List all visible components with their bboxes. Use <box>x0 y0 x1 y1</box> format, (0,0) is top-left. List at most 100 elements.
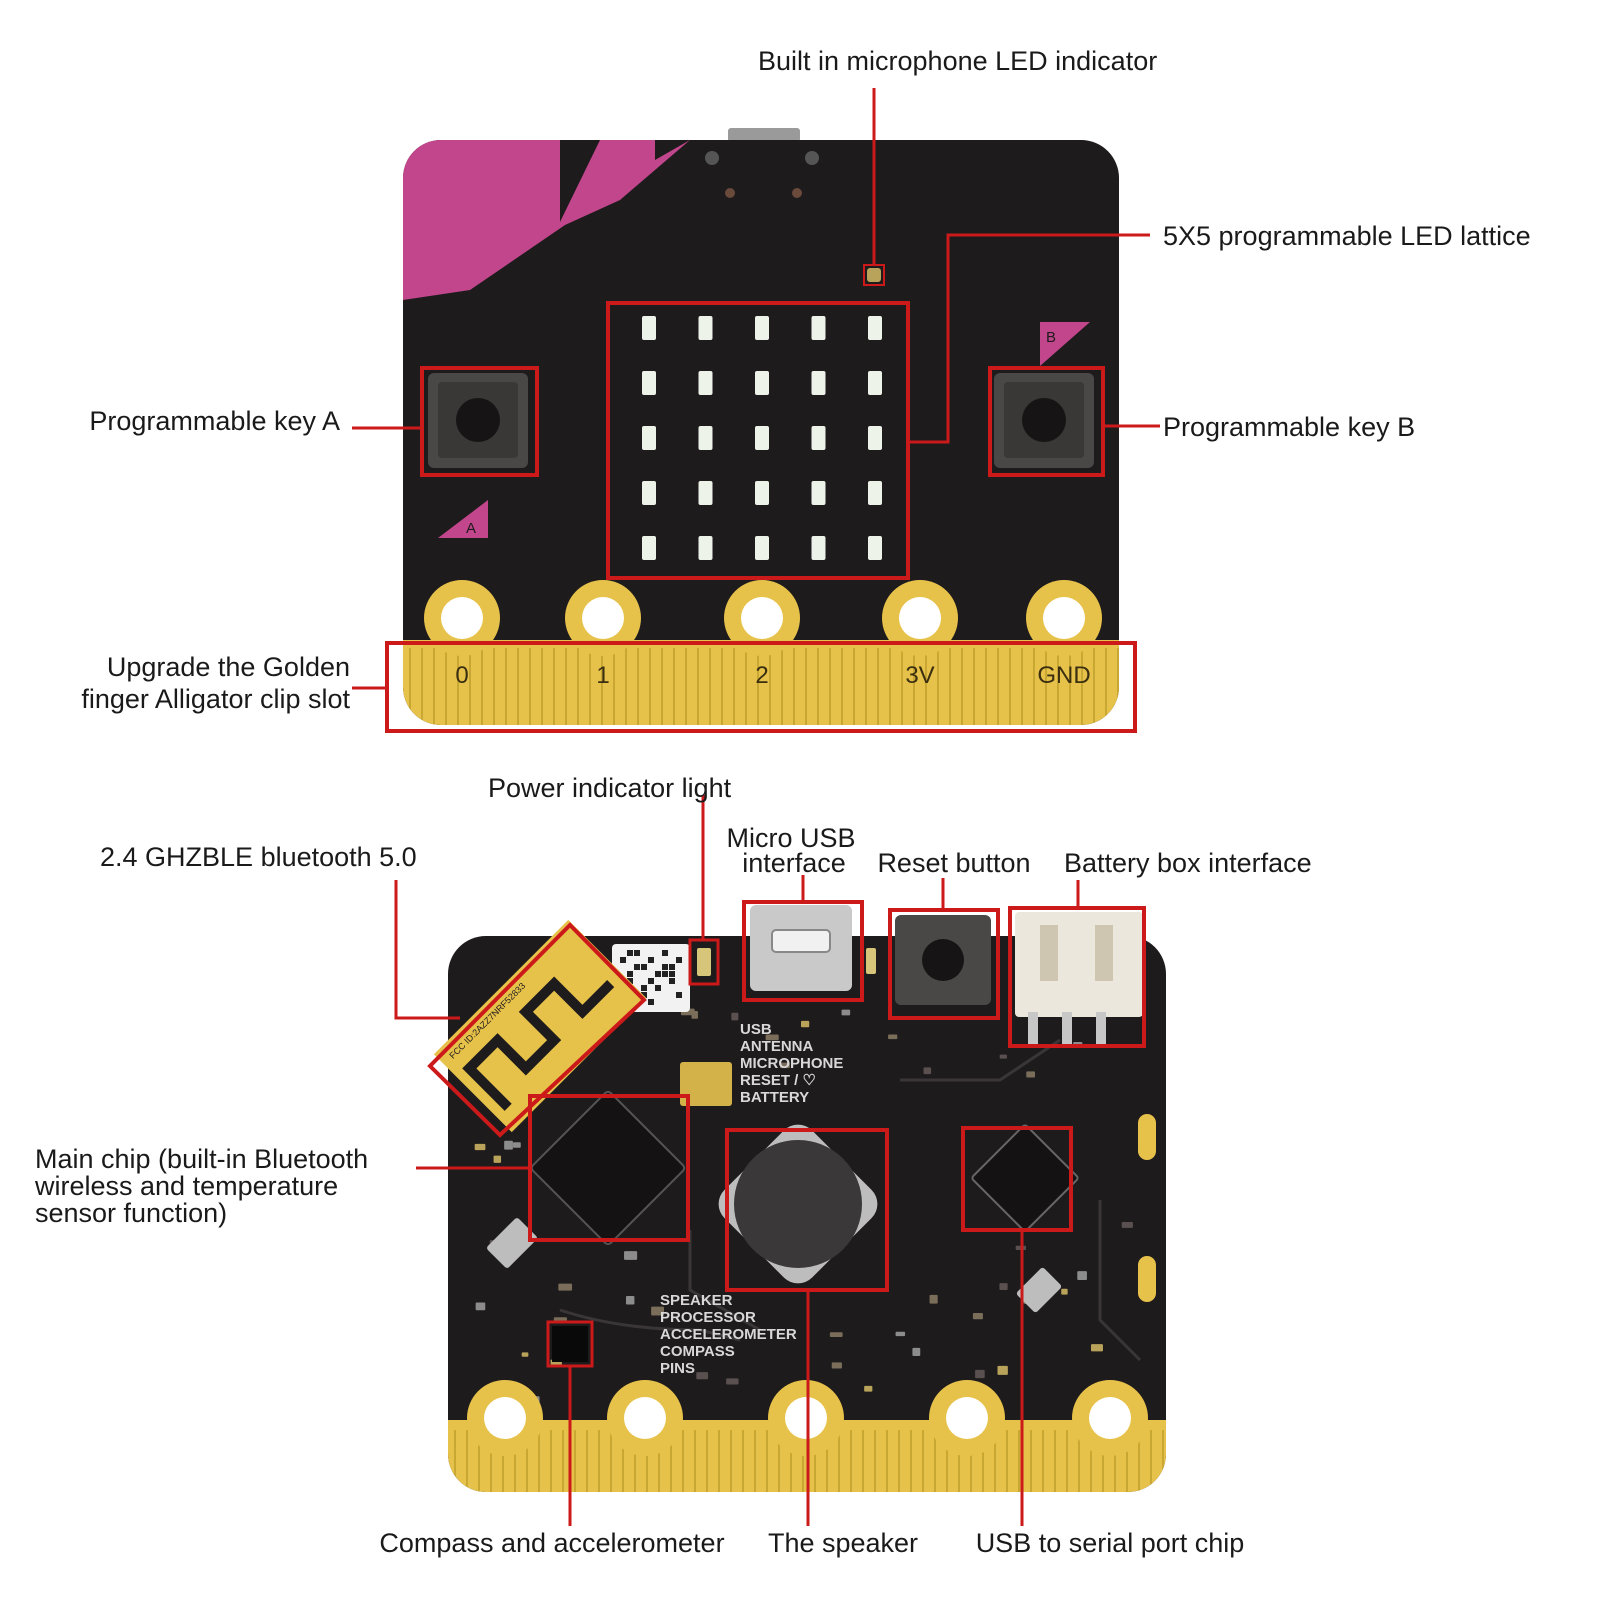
led-pixel <box>698 536 713 560</box>
silk-reset: RESET / ♡ <box>740 1072 816 1089</box>
pin-label-2: 2 <box>755 662 768 689</box>
back-gold-edge-stripes <box>454 1430 1164 1492</box>
led-pixel <box>755 536 769 560</box>
silk-speaker: SPEAKER <box>660 1292 733 1309</box>
label-battery: Battery box interface <box>1064 848 1312 878</box>
smd-part <box>972 1312 983 1320</box>
front-callouts <box>352 88 1160 733</box>
trace <box>559 1308 741 1342</box>
led-pixel <box>698 371 713 395</box>
qr-module <box>669 978 675 984</box>
crystal <box>487 1218 537 1268</box>
smd-part <box>521 1352 529 1357</box>
smd-part <box>558 1283 573 1291</box>
battery-contact <box>1095 925 1113 981</box>
led-pixel <box>698 481 713 505</box>
pin-hole <box>582 597 624 639</box>
qr-module <box>634 964 640 970</box>
label-gold-finger-1: Upgrade the Golden <box>107 652 350 682</box>
side-slot <box>1138 1114 1156 1160</box>
silk-accelerometer: ACCELEROMETER <box>660 1326 797 1343</box>
led-pixel <box>642 536 656 560</box>
smd-part <box>923 1067 932 1075</box>
reset-button[interactable] <box>922 939 964 981</box>
key-b-callout <box>988 366 1105 477</box>
label-main-chip-2: wireless and temperature <box>34 1171 338 1201</box>
label-micro-usb-1: Micro USB <box>726 823 855 853</box>
smd-led <box>866 948 876 974</box>
crystal-2 <box>1016 1267 1062 1313</box>
silk-pins: PINS <box>660 1360 695 1377</box>
led-pixel <box>868 316 882 340</box>
label-power-led: Power indicator light <box>488 773 732 803</box>
qr-module <box>641 964 647 970</box>
smd-part <box>624 1251 638 1260</box>
microphone <box>680 1062 732 1106</box>
battery-pin <box>1096 1012 1106 1048</box>
led-pixel <box>811 481 826 505</box>
silk-antenna: ANTENNA <box>740 1038 813 1055</box>
smd-part <box>929 1294 938 1304</box>
smd-part <box>864 1385 873 1392</box>
button-b-cap[interactable] <box>1022 398 1066 442</box>
silk-microphone: MICROPHONE <box>740 1055 843 1072</box>
mic-led-callout <box>863 264 885 286</box>
back-pin-holes <box>467 1380 1148 1456</box>
led-pixel <box>755 371 769 395</box>
usb-serial-chip <box>971 1124 1079 1232</box>
pin-hole <box>441 597 483 639</box>
battery-pin <box>1062 1012 1072 1048</box>
battery-contact <box>1040 925 1058 981</box>
led-pixel <box>868 536 882 560</box>
hole <box>705 151 719 165</box>
smd-part <box>625 1295 635 1305</box>
smd-part <box>829 1332 843 1338</box>
pin-label-3v: 3V <box>905 662 934 689</box>
smd-part <box>841 1009 851 1016</box>
smd-part <box>975 1369 985 1379</box>
qr-module <box>648 957 654 963</box>
led-pixel <box>868 371 882 395</box>
smd-part <box>504 1140 513 1150</box>
label-key-b: Programmable key B <box>1163 412 1415 442</box>
mic-led <box>867 268 881 282</box>
label-usb-serial: USB to serial port chip <box>976 1528 1245 1558</box>
smd-part <box>999 1054 1007 1059</box>
smd-part <box>780 1062 790 1069</box>
smd-part <box>474 1143 486 1151</box>
qr-module <box>676 957 682 963</box>
smd-part <box>731 1012 739 1021</box>
battery-connector[interactable] <box>1015 912 1143 1017</box>
pin-label-0: 0 <box>455 662 468 689</box>
smd-part <box>493 1155 502 1163</box>
silk-usb: USB <box>740 1021 772 1038</box>
led-pixel <box>698 316 713 340</box>
qr-module <box>634 950 640 956</box>
main-chip-body <box>530 1090 686 1246</box>
button-a-cap[interactable] <box>456 398 500 442</box>
smd-part <box>997 1365 1008 1375</box>
battery-pin <box>1028 1012 1038 1048</box>
button-b[interactable] <box>994 373 1094 468</box>
button-a[interactable] <box>428 373 528 468</box>
qr-module <box>641 985 647 991</box>
qr-module <box>641 992 647 998</box>
led-matrix <box>642 316 882 560</box>
main-chip <box>530 1090 686 1246</box>
led-pixel <box>811 371 826 395</box>
led-pixel <box>755 426 769 450</box>
smd-part <box>651 1306 665 1316</box>
qr-module <box>648 978 654 984</box>
usb-serial-callout <box>961 1126 1073 1232</box>
front-pin-holes <box>424 580 1102 656</box>
qr-module <box>655 985 661 991</box>
qr-module <box>627 978 633 984</box>
qr-module <box>620 957 626 963</box>
label-compass: Compass and accelerometer <box>379 1528 724 1558</box>
led-pixel <box>755 316 769 340</box>
pin-hole <box>741 597 783 639</box>
smd-part <box>726 1378 739 1385</box>
led-pixel <box>755 481 769 505</box>
smd-part <box>1121 1221 1133 1228</box>
